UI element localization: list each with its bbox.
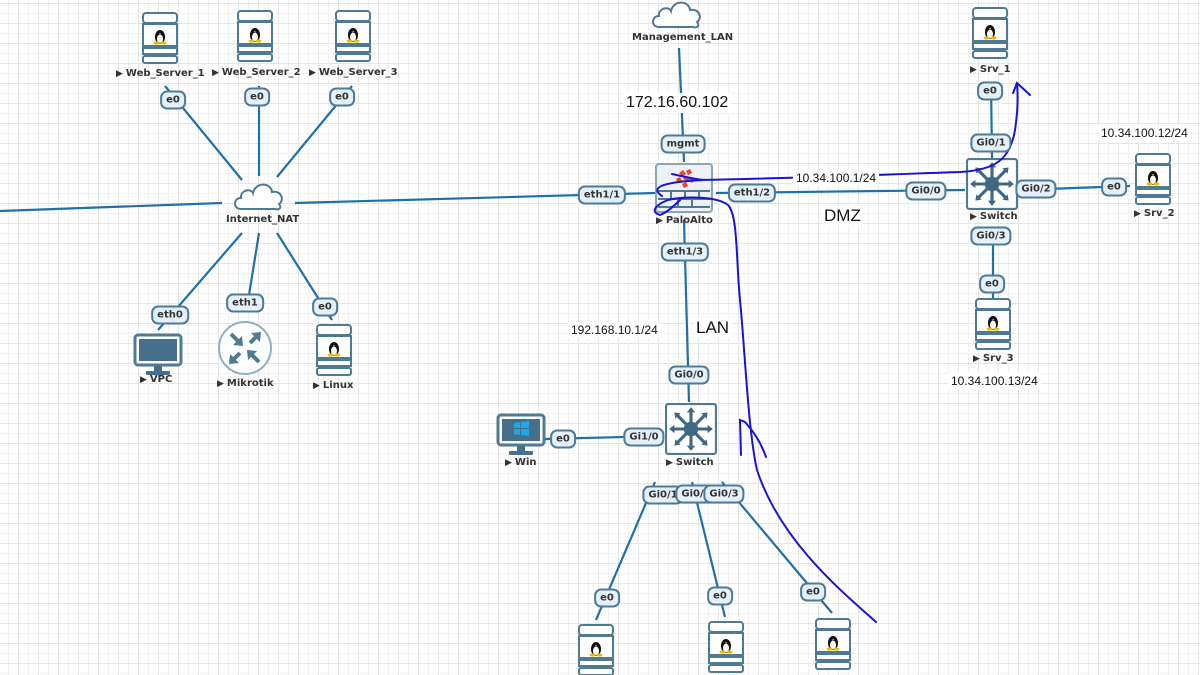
port-srv2-e0[interactable]: e0 [1101,177,1127,197]
expand-triangle-icon: ▶ [309,68,316,78]
port-lan-switch-gi1-0[interactable]: Gi1/0 [623,427,665,447]
internet-nat-cloud-icon[interactable] [234,183,283,211]
expand-triangle-icon: ▶ [313,381,320,391]
port-paloalto-mgmt[interactable]: mgmt [660,134,706,154]
srv-3-label: Srv_3 [982,353,1014,364]
web-server-1-label: Web_Server_1 [125,68,205,79]
srv-3-linux-server-icon[interactable] [975,298,1011,350]
srv-2-label: Srv_2 [1143,208,1175,219]
linux[interactable]: ▶Linux [313,378,353,391]
lan-server-2-linux-server-icon[interactable] [708,621,744,673]
port-lan-server-3-e0[interactable]: e0 [800,582,826,602]
expand-triangle-icon: ▶ [656,216,663,226]
dmz-zone-label[interactable]: DMZ [822,206,863,226]
mikrotik-router-icon[interactable] [217,320,273,376]
srv-1[interactable]: ▶Srv_1 [970,62,1011,75]
lan-server-1-linux-server-icon[interactable] [578,624,614,675]
linux-linux-server-icon[interactable] [316,324,352,376]
srv-3[interactable]: ▶Srv_3 [973,351,1014,364]
dmz-switch[interactable]: ▶Switch [970,209,1018,222]
srv-1-label: Srv_1 [979,64,1011,75]
dmz-switch-label: Switch [979,211,1018,222]
port-paloalto-eth1-3[interactable]: eth1/3 [660,242,710,262]
port-lan-switch-gi0-3[interactable]: Gi0/3 [703,484,745,504]
annotation-path-main [653,196,877,623]
web-server-1-linux-server-icon[interactable] [142,12,178,64]
expand-triangle-icon: ▶ [217,379,224,389]
expand-triangle-icon: ▶ [116,69,123,79]
port-ws1-e0[interactable]: e0 [160,90,186,110]
srv-1-linux-server-icon[interactable] [972,7,1008,59]
dmz-gateway-ip-label[interactable]: 10.34.100.1/24 [793,170,880,186]
web-server-3-label: Web_Server_3 [318,67,398,78]
lan-switch[interactable]: ▶Switch [666,455,714,468]
annotation-arrowhead-lan [738,418,767,458]
port-lan-server-1-e0[interactable]: e0 [594,588,620,608]
port-paloalto-eth1-1[interactable]: eth1/1 [577,185,627,205]
paloalto-firewall-icon[interactable] [655,163,713,213]
web-server-1[interactable]: ▶Web_Server_1 [116,66,205,79]
expand-triangle-icon: ▶ [970,212,977,222]
port-srv3-e0[interactable]: e0 [979,274,1005,294]
linux-label: Linux [322,380,354,391]
internet-nat[interactable]: Internet_NAT [226,212,299,225]
expand-triangle-icon: ▶ [212,68,219,78]
port-dmz-switch-gi0-1[interactable]: Gi0/1 [970,133,1012,153]
management-lan-cloud-icon[interactable] [652,1,701,29]
dmz-switch-icon[interactable] [966,158,1018,210]
srv3-ip-label[interactable]: 10.34.100.13/24 [948,373,1041,389]
mgmt-ip-label[interactable]: 172.16.60.102 [623,93,732,113]
win-label: Win [514,457,537,468]
lan-zone-label[interactable]: LAN [694,318,732,338]
web-server-3-linux-server-icon[interactable] [335,10,371,62]
paloalto[interactable]: ▶PaloAlto [656,213,713,226]
port-lan-switch-gi0-0[interactable]: Gi0/0 [668,365,710,385]
management-lan-label: Management_LAN [632,32,734,43]
web-server-2[interactable]: ▶Web_Server_2 [212,65,301,78]
port-dmz-switch-gi0-0[interactable]: Gi0/0 [905,181,947,201]
mikrotik[interactable]: ▶Mikrotik [217,376,274,389]
annotation-arrowhead-srv1 [1012,81,1031,96]
expand-triangle-icon: ▶ [970,65,977,75]
port-win-e0[interactable]: e0 [550,429,576,449]
port-lan-server-2-e0[interactable]: e0 [707,586,733,606]
vpc[interactable]: ▶VPC [140,372,172,385]
port-srv1-e0[interactable]: e0 [977,81,1003,101]
port-vpc-eth0[interactable]: eth0 [151,305,189,325]
lan-switch-icon[interactable] [665,403,717,455]
link-left-nat[interactable] [0,201,223,213]
win-windows-pc-icon[interactable] [496,413,546,457]
mikrotik-label: Mikrotik [226,378,274,389]
win[interactable]: ▶Win [505,455,537,468]
expand-triangle-icon: ▶ [1134,209,1141,219]
expand-triangle-icon: ▶ [505,458,512,468]
vpc-monitor-icon[interactable] [133,333,183,377]
internet-nat-label: Internet_NAT [226,214,300,225]
expand-triangle-icon: ▶ [140,375,147,385]
expand-triangle-icon: ▶ [973,354,980,364]
srv-2[interactable]: ▶Srv_2 [1134,206,1175,219]
port-mikrotik-eth1[interactable]: eth1 [226,293,264,313]
paloalto-label: PaloAlto [665,215,713,226]
srv-2-linux-server-icon[interactable] [1135,153,1171,205]
port-dmz-switch-gi0-3[interactable]: Gi0/3 [970,226,1012,246]
lan-server-3-linux-server-icon[interactable] [815,618,851,670]
lan-gateway-ip-label[interactable]: 192.168.10.1/24 [568,322,661,338]
web-server-2-label: Web_Server_2 [221,67,301,78]
web-server-3[interactable]: ▶Web_Server_3 [309,65,398,78]
port-ws2-e0[interactable]: e0 [244,87,270,107]
link-nat-mikrotik[interactable] [247,232,261,296]
web-server-2-linux-server-icon[interactable] [237,10,273,62]
port-paloalto-eth1-2[interactable]: eth1/2 [727,183,777,203]
port-dmz-switch-gi0-2[interactable]: Gi0/2 [1015,179,1057,199]
vpc-label: VPC [149,374,173,385]
port-ws3-e0[interactable]: e0 [329,87,355,107]
srv2-ip-label[interactable]: 10.34.100.12/24 [1098,125,1191,141]
lan-switch-label: Switch [675,457,714,468]
port-linux-e0[interactable]: e0 [312,297,338,317]
management-lan[interactable]: Management_LAN [632,30,733,43]
expand-triangle-icon: ▶ [666,458,673,468]
